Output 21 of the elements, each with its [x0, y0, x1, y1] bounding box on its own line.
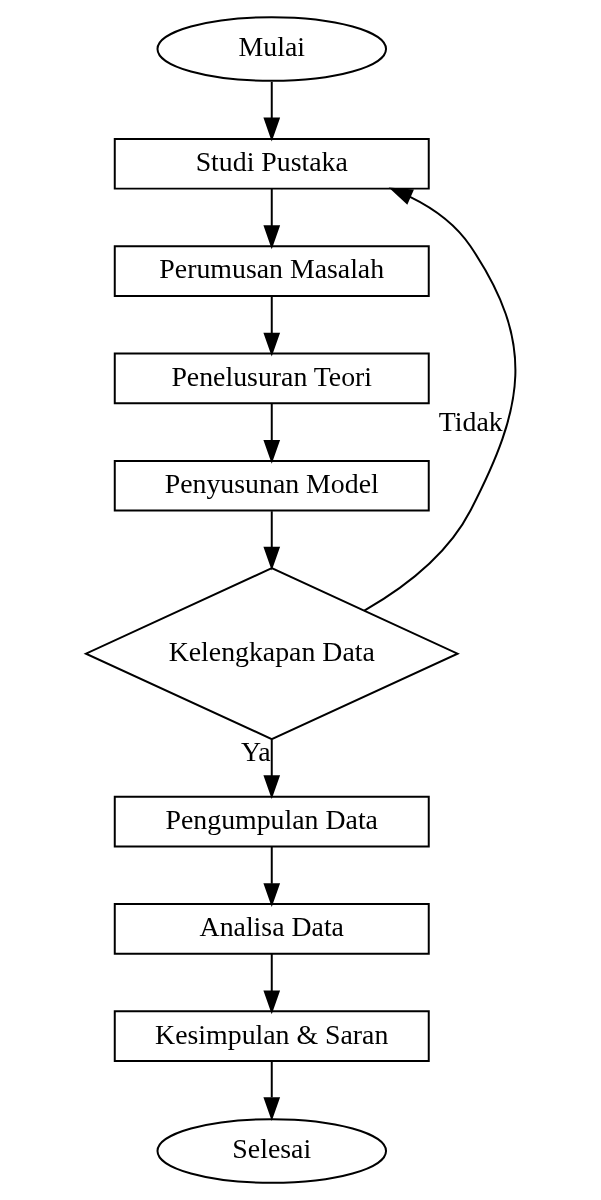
edge-label: Tidak	[438, 406, 503, 438]
arrow	[262, 1060, 280, 1122]
arrow	[262, 510, 280, 571]
arrow	[262, 80, 280, 142]
node-box: Kesimpulan & Saran	[113, 1010, 430, 1063]
arrow	[262, 952, 280, 1015]
node-ellipse: Mulai	[156, 16, 387, 82]
arrow	[262, 295, 280, 357]
arrow	[362, 187, 516, 612]
node-diamond: Kelengkapan Data	[83, 567, 460, 741]
arrow	[262, 187, 280, 250]
node-box: Perumusan Masalah	[113, 245, 430, 297]
node-box: Studi Pustaka	[113, 137, 430, 190]
arrow	[262, 402, 280, 464]
arrow	[262, 738, 280, 800]
node-box: Analisa Data	[113, 903, 430, 955]
arrow	[262, 845, 280, 908]
node-box: Penelusuran Teori	[113, 352, 430, 405]
node-ellipse: Selesai	[156, 1118, 387, 1184]
node-box: Pengumpulan Data	[113, 795, 430, 848]
node-box: Penyusunan Model	[113, 459, 430, 512]
